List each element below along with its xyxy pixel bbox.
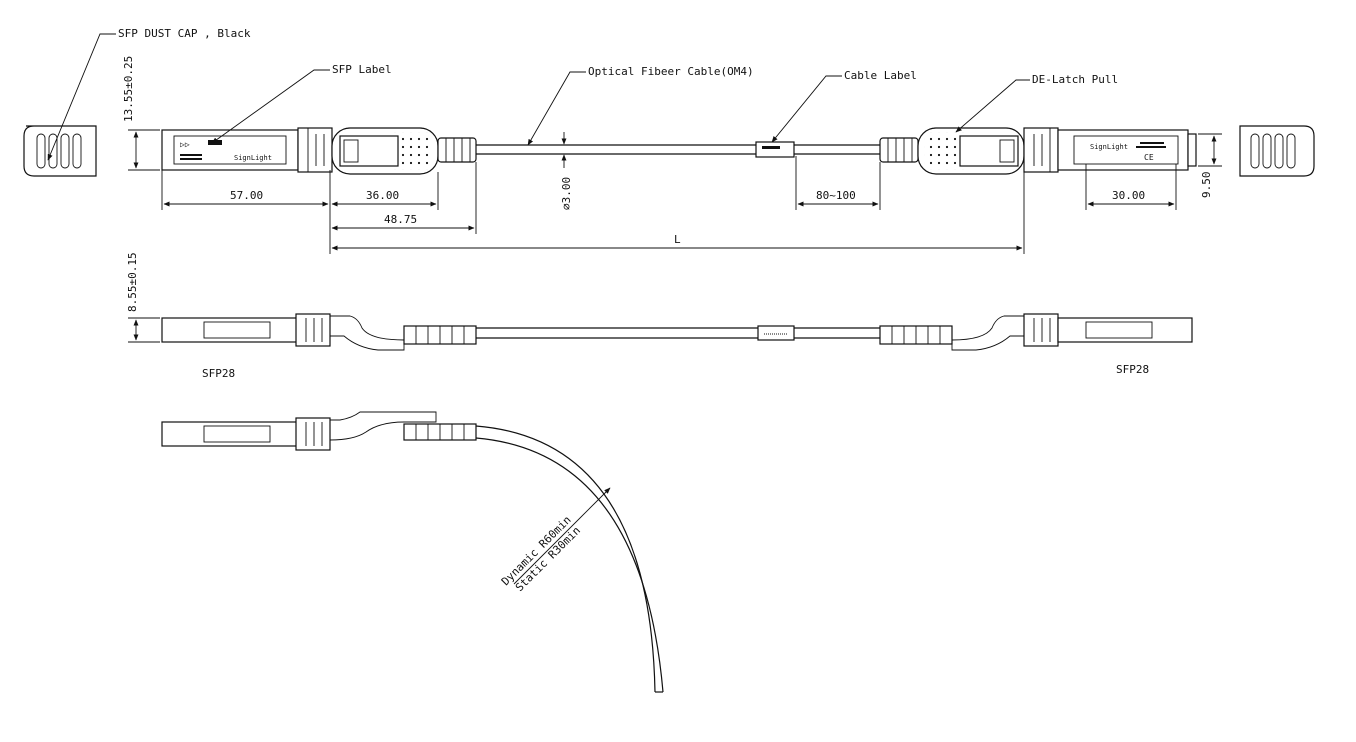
dim-36-text: 36.00 (366, 189, 399, 202)
dim-height-side-text: 8.55±0.15 (126, 252, 139, 312)
dim-L: L (331, 172, 1025, 254)
dim-4875: 48.75 (331, 162, 477, 234)
dim-80-100-text: 80~100 (816, 189, 856, 202)
dim-4875-text: 48.75 (384, 213, 417, 226)
dust-cap-right (1239, 125, 1315, 177)
dim-diameter: ∅3.00 (560, 132, 573, 210)
label-sfp28-left: SFP28 (202, 367, 235, 380)
svg-text:▷▷: ▷▷ (180, 140, 190, 149)
label-sfp28-right: SFP28 (1116, 363, 1149, 376)
dim-L-text: L (674, 233, 681, 246)
dim-30: 30.00 (1085, 164, 1177, 210)
side-view (161, 313, 1193, 351)
bend-radius-callout: Dynamic R60min Static R30min (499, 487, 611, 594)
svg-text:SignLight: SignLight (1090, 143, 1128, 151)
label-cable-label: Cable Label (844, 69, 917, 82)
dim-950: 9.50 (1198, 133, 1222, 199)
label-sfp-label: SFP Label (332, 63, 392, 76)
label-dust-cap: SFP DUST CAP , Black (118, 27, 251, 40)
dim-80-100: 80~100 (795, 156, 881, 210)
optical-cable-top (476, 141, 880, 158)
sfp-module-right: SignLight CE (879, 127, 1197, 175)
dim-57-text: 57.00 (230, 189, 263, 202)
dim-36: 36.00 (331, 172, 439, 210)
leader-sfp-label: SFP Label (211, 63, 392, 144)
bend-view (161, 411, 664, 693)
label-fiber-cable: Optical Fibeer Cable(OM4) (588, 65, 754, 78)
sfp-module-left: ▷▷ SignLight (161, 127, 477, 175)
svg-text:SignLight: SignLight (234, 154, 272, 162)
leader-cable-label: Cable Label (771, 69, 917, 143)
dim-diameter-text: ∅3.00 (560, 177, 573, 210)
leader-delatch: DE-Latch Pull (955, 73, 1118, 133)
dim-950-text: 9.50 (1200, 172, 1213, 199)
dim-height-top-text: 13.55±0.25 (122, 56, 135, 122)
leader-fiber-cable: Optical Fibeer Cable(OM4) (527, 65, 754, 146)
label-delatch: DE-Latch Pull (1032, 73, 1118, 86)
dim-30-text: 30.00 (1112, 189, 1145, 202)
leader-dust-cap: SFP DUST CAP , Black (47, 27, 251, 161)
dim-height-side: 8.55±0.15 (126, 252, 160, 343)
dim-height-top: 13.55±0.25 (122, 56, 160, 171)
svg-text:CE: CE (1144, 153, 1154, 162)
dim-57: 57.00 (161, 170, 331, 254)
dust-cap-left (23, 125, 97, 177)
